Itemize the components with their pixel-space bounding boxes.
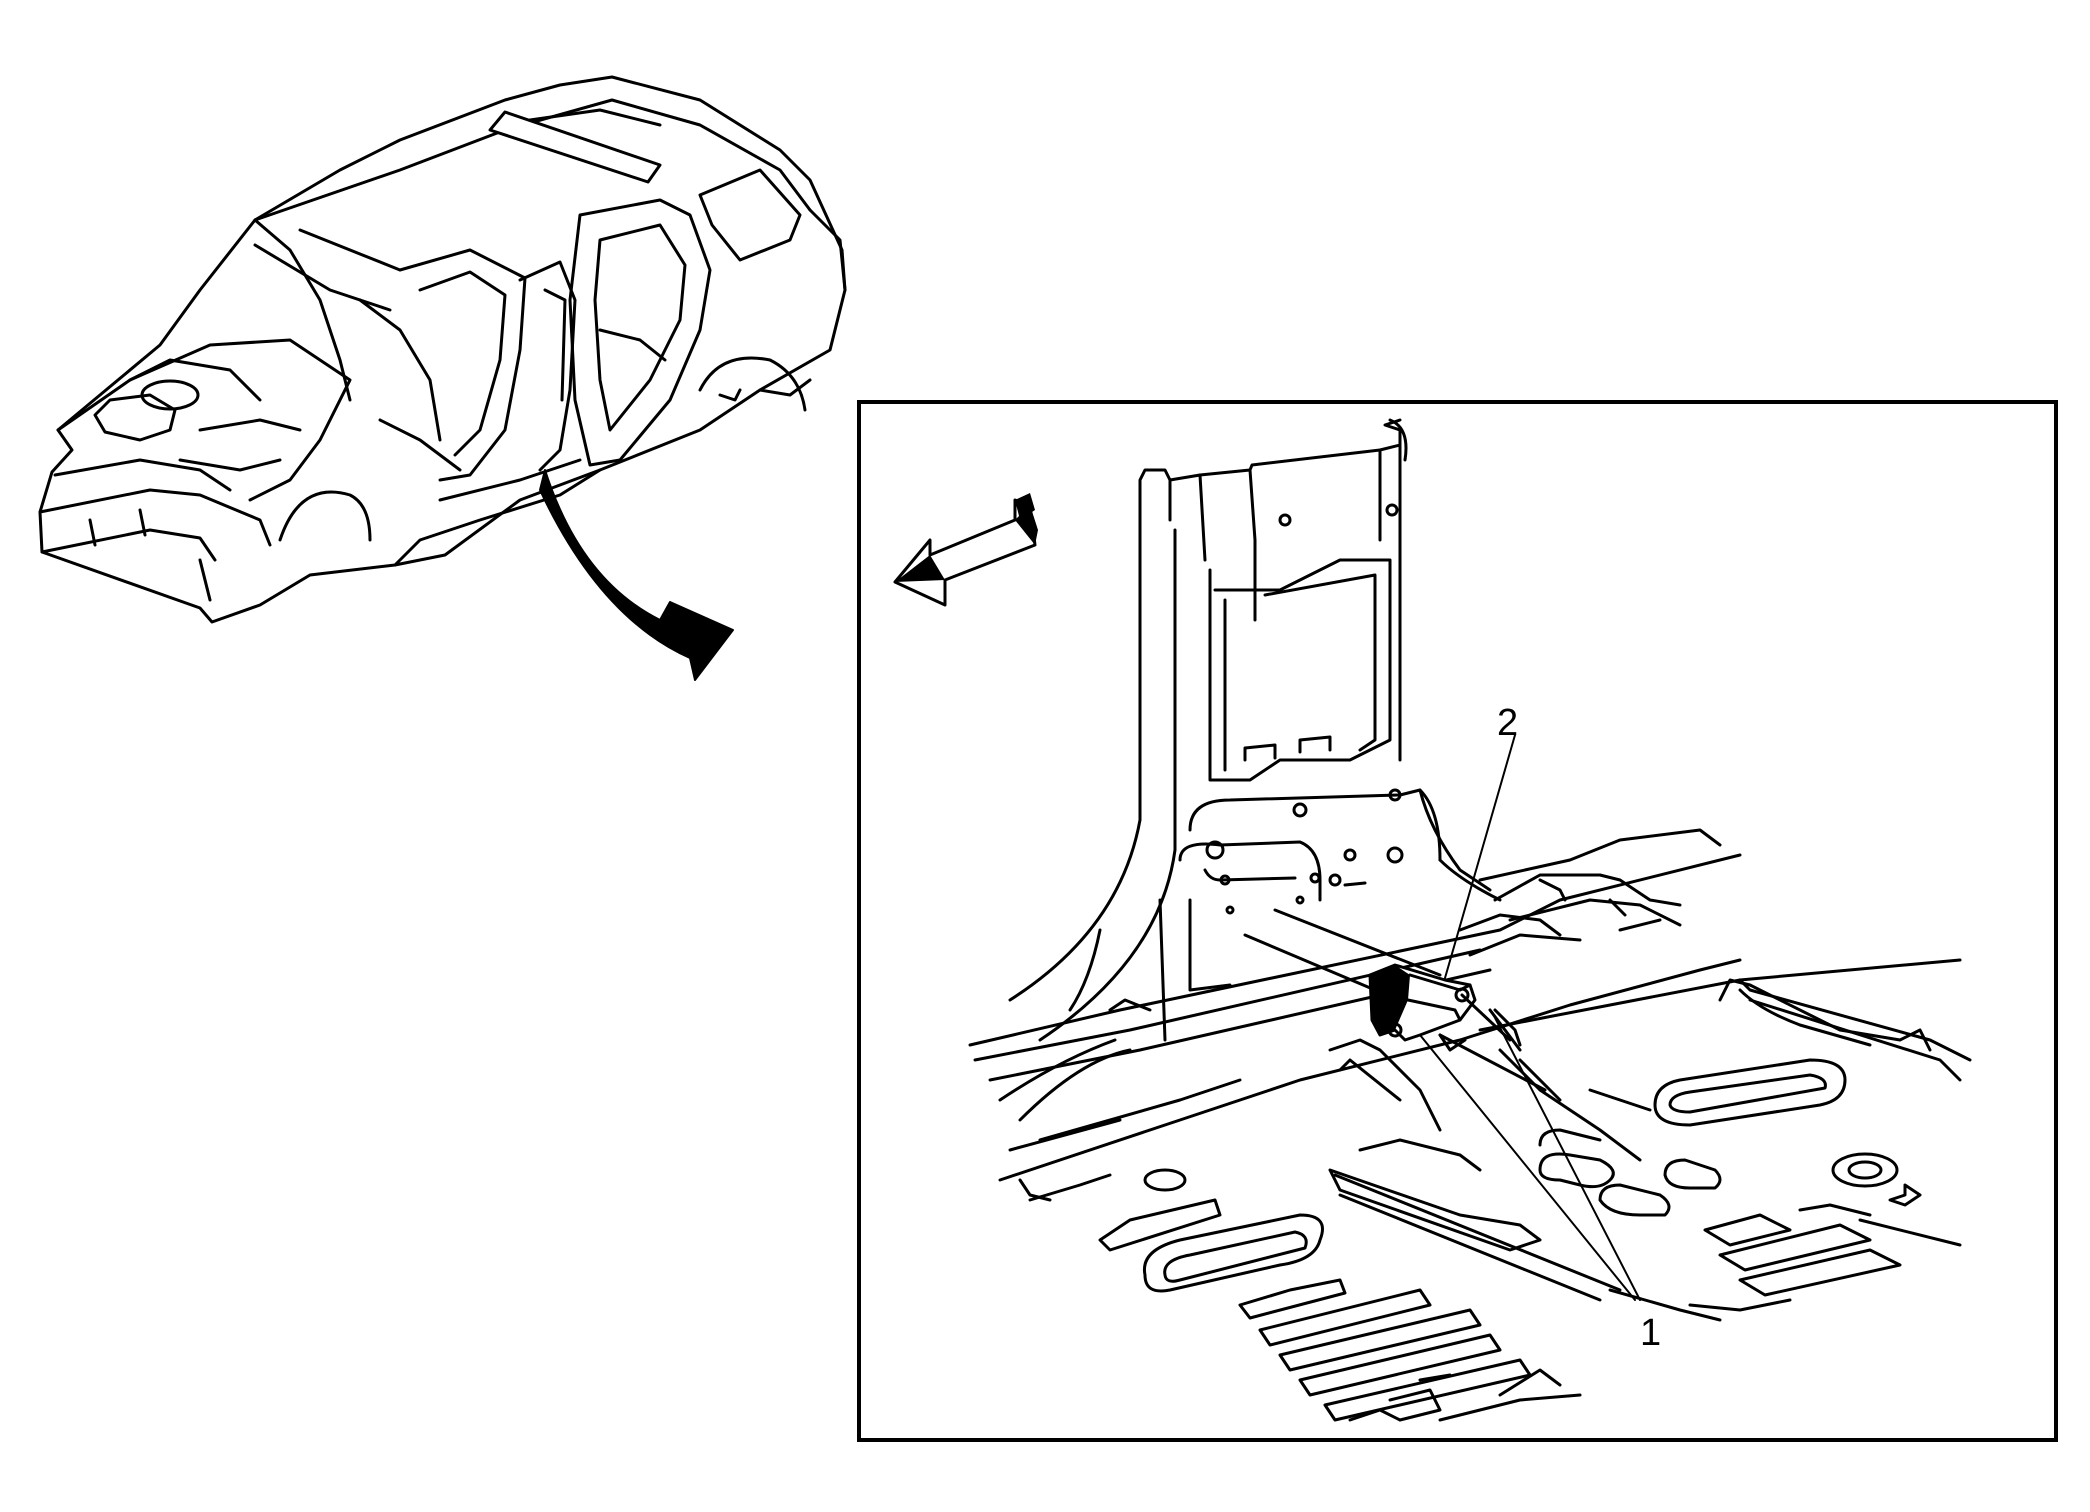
front-arrow-icon <box>893 493 1038 607</box>
floor-panel-detail <box>968 828 1972 1422</box>
callout-leaders <box>1419 734 1641 1301</box>
vehicle-body-overview <box>38 75 847 624</box>
b-pillar-detail <box>1008 418 1502 1042</box>
detail-inset-frame <box>857 400 2058 1442</box>
curved-arrow-icon <box>539 469 734 681</box>
callout-label-1: 1 <box>1640 1312 1661 1354</box>
sensor-module <box>1368 963 1477 1052</box>
callout-label-2: 2 <box>1497 702 1518 744</box>
